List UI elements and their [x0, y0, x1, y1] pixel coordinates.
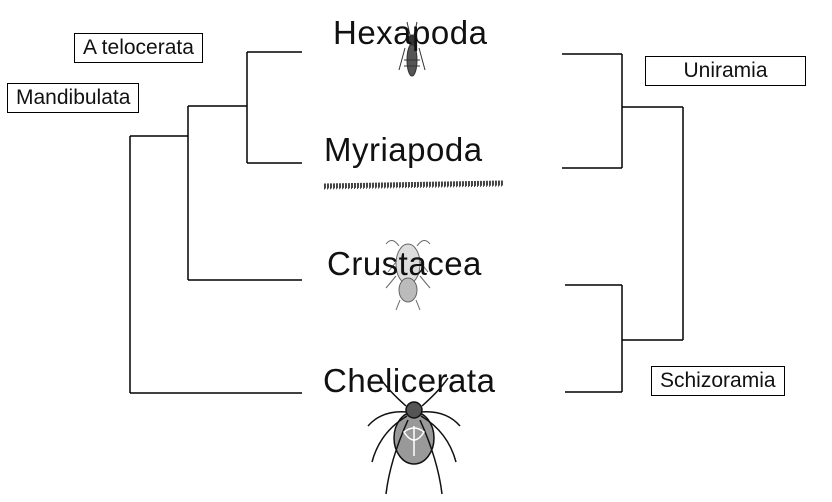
label-schizoramia: Schizoramia [651, 366, 785, 396]
taxon-hexapoda: Hexapoda [333, 14, 488, 51]
spider-icon [367, 377, 461, 495]
label-atelocerata: A telocerata [74, 33, 203, 63]
label-uniramia: Uniramia [645, 56, 806, 86]
taxon-myriapoda: Myriapoda [324, 131, 483, 168]
taxon-chelicerata: Chelicerata [323, 362, 496, 399]
centipede-icon [323, 180, 504, 190]
crustacean-icon [385, 240, 431, 311]
label-mandibulata: Mandibulata [7, 83, 140, 113]
taxon-crustacea: Crustacea [327, 245, 482, 282]
insect-icon [398, 21, 426, 77]
